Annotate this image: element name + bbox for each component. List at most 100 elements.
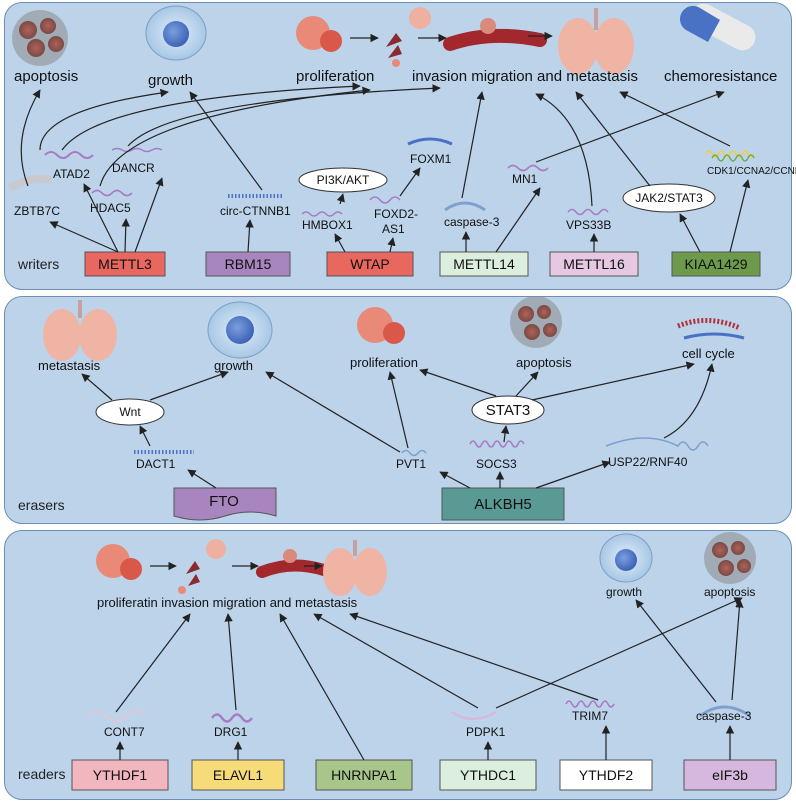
readers-apoptosis-label: apoptosis bbox=[704, 585, 755, 599]
readers-section-label: readers bbox=[18, 766, 65, 782]
erasers-metastasis-label: metastasis bbox=[38, 358, 101, 373]
ythdf2-box bbox=[559, 759, 653, 791]
readers-outcome-label: proliferatin invasion migration and meta… bbox=[97, 595, 358, 610]
lungs-icon bbox=[558, 8, 634, 74]
erasers-arrows bbox=[81, 361, 715, 489]
ythdf1-box bbox=[71, 759, 169, 791]
jak2-stat3-node bbox=[622, 183, 716, 213]
erasers-dividing-cell-icon bbox=[357, 307, 405, 344]
jak2-stat3-label: JAK2/STAT3 bbox=[635, 191, 703, 205]
fto-label: FTO bbox=[209, 493, 239, 510]
dividing-cell-icon bbox=[296, 16, 342, 52]
foxm1-rna-icon bbox=[407, 137, 453, 146]
foxd2-label: FOXD2- bbox=[374, 207, 418, 221]
readers-lungs-icon bbox=[323, 540, 387, 596]
socs3-label: SOCS3 bbox=[476, 457, 517, 471]
readers-vessel-icon bbox=[256, 549, 330, 578]
erasers-lungs-icon bbox=[43, 300, 117, 361]
pdpk1-label: PDPK1 bbox=[466, 725, 506, 739]
readers-apoptosis-icon bbox=[704, 532, 756, 584]
kiaa1429-label: KIAA1429 bbox=[684, 256, 747, 272]
socs3-rna-icon bbox=[469, 440, 525, 448]
mettl16-label: METTL16 bbox=[563, 256, 625, 272]
readers-cell-icon bbox=[599, 533, 653, 583]
writers-apoptosis-label: apoptosis bbox=[14, 68, 78, 85]
mettl14-box bbox=[439, 251, 529, 277]
cont7-rna-icon bbox=[85, 710, 147, 722]
ythdf2-label: YTHDF2 bbox=[579, 767, 634, 783]
cdk1-label: CDK1/CCNA2/CCNB1 bbox=[707, 166, 796, 177]
pdpk1-rna-icon bbox=[451, 710, 497, 721]
stat3-node bbox=[471, 395, 545, 425]
erasers-cellcycle-label: cell cycle bbox=[682, 346, 735, 361]
erasers-apoptosis-label: apoptosis bbox=[516, 355, 572, 370]
elavl1-label: ELAVL1 bbox=[213, 767, 264, 783]
hdac5-rna-icon bbox=[91, 189, 133, 197]
trim7-rna-icon bbox=[565, 700, 615, 708]
wtap-box bbox=[326, 251, 414, 277]
wtap-label: WTAP bbox=[350, 256, 389, 272]
mettl3-box bbox=[84, 251, 166, 277]
elavl1-box bbox=[191, 759, 285, 791]
cont7-label: CONT7 bbox=[104, 725, 145, 739]
readers-growth-label: growth bbox=[606, 585, 642, 599]
foxd2-rna-icon bbox=[369, 196, 401, 204]
mettl3-label: METTL3 bbox=[98, 256, 152, 272]
alkbh5-box bbox=[441, 487, 565, 521]
readers-arrows bbox=[115, 597, 744, 761]
drg1-rna-icon bbox=[211, 713, 253, 723]
dna-strand-icon bbox=[677, 317, 745, 340]
wnt-label: Wnt bbox=[119, 405, 141, 419]
atad2-rna-icon bbox=[44, 151, 94, 159]
writers-arrows bbox=[20, 82, 751, 253]
erasers-proliferation-label: proliferation bbox=[350, 355, 418, 370]
hdac5-label: HDAC5 bbox=[90, 201, 131, 215]
zbtb7c-rna-icon bbox=[7, 175, 53, 192]
erasers-apoptosis-icon bbox=[510, 296, 562, 348]
dact1-label: DACT1 bbox=[136, 457, 176, 471]
readers-dividing-cell-icon bbox=[96, 544, 142, 580]
usp22-label: USP22/RNF40 bbox=[608, 455, 688, 469]
wnt-node bbox=[95, 398, 165, 426]
invading-cell-icon bbox=[386, 7, 431, 67]
hmbox1-rna-icon bbox=[301, 211, 343, 217]
mettl16-box bbox=[549, 251, 639, 277]
ythdf1-label: YTHDF1 bbox=[93, 767, 148, 783]
pi3k-akt-node bbox=[298, 167, 388, 193]
writers-section-label: writers bbox=[17, 256, 59, 272]
writers-chemoresistance-label: chemoresistance bbox=[664, 68, 777, 85]
zbtb7c-label: ZBTB7C bbox=[14, 204, 60, 218]
mettl14-label: METTL14 bbox=[453, 256, 515, 272]
apoptosis-cluster-icon bbox=[12, 10, 68, 66]
erasers-cell-icon bbox=[207, 301, 273, 359]
writers-invasion-label: invasion migration and metastasis bbox=[412, 68, 638, 85]
pvt1-label: PVT1 bbox=[396, 457, 426, 471]
drg1-label: DRG1 bbox=[214, 725, 248, 739]
circ-ctnnb1-label: circ-CTNNB1 bbox=[220, 204, 291, 218]
pvt1-rna-icon bbox=[401, 449, 427, 457]
hnrnpa1-label: HNRNPA1 bbox=[331, 767, 397, 783]
capsule-icon bbox=[679, 3, 756, 51]
writers-growth-label: growth bbox=[148, 72, 193, 89]
cell-icon bbox=[145, 5, 207, 61]
kiaa1429-box bbox=[671, 251, 761, 277]
usp22-rna-icon bbox=[605, 437, 709, 451]
readers-invading-cell-icon bbox=[178, 539, 226, 594]
atad2-label: ATAD2 bbox=[53, 167, 90, 181]
mn1-rna-icon bbox=[507, 164, 549, 172]
caspase3-label: caspase-3 bbox=[444, 215, 500, 229]
readers-caspase3-rna-icon bbox=[699, 705, 751, 718]
rbm15-box bbox=[205, 251, 291, 277]
vps33b-label: VPS33B bbox=[566, 218, 611, 232]
stat3-label: STAT3 bbox=[486, 402, 530, 419]
dancr-rna-icon bbox=[111, 147, 163, 153]
ythdc1-label: YTHDC1 bbox=[460, 767, 516, 783]
mn1-label: MN1 bbox=[512, 172, 538, 186]
vps33b-rna-icon bbox=[567, 208, 609, 216]
hmbox1-label: HMBOX1 bbox=[302, 218, 353, 232]
eif3b-label: eIF3b bbox=[712, 767, 748, 783]
blood-vessel-icon bbox=[443, 18, 547, 51]
foxd2-as1-label: AS1 bbox=[382, 222, 405, 236]
trim7-label: TRIM7 bbox=[572, 709, 608, 723]
